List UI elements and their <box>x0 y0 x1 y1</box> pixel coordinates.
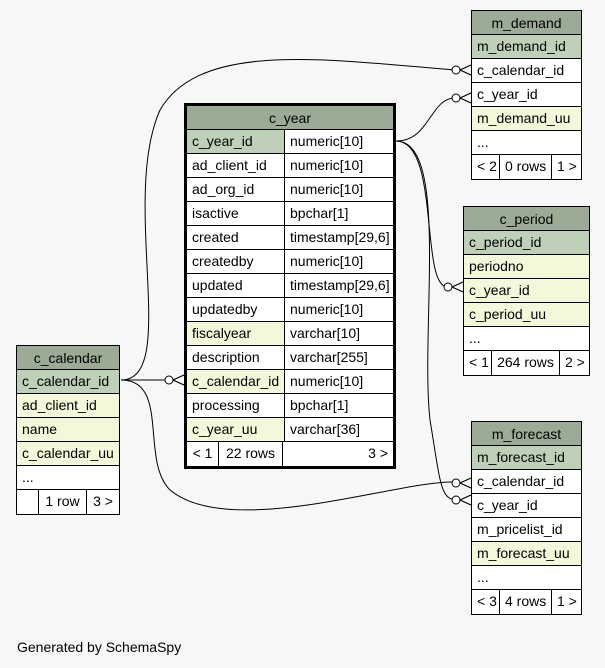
edge-calendar-forecast <box>120 379 456 511</box>
column-type: varchar[10] <box>290 325 361 341</box>
crowfoot-icon <box>459 477 472 489</box>
column-name: m_forecast_uu <box>477 545 570 561</box>
column-name: ... <box>22 469 34 485</box>
column-type: numeric[10] <box>290 253 364 269</box>
column-name: ad_client_id <box>22 397 97 413</box>
column-name: periodno <box>469 258 524 274</box>
column-name: ad_client_id <box>187 154 285 177</box>
crowfoot-icon <box>459 92 472 104</box>
table-title[interactable]: c_calendar <box>17 346 119 370</box>
table-c-year[interactable]: c_year c_year_id numeric[10] ad_client_id… <box>184 103 396 469</box>
table-title[interactable]: m_forecast <box>472 422 581 446</box>
column-name: ... <box>469 330 481 346</box>
column-name: m_demand_id <box>477 38 566 54</box>
generated-by-label: Generated by SchemaSpy <box>17 639 182 655</box>
crowfoot-icon <box>172 374 185 386</box>
parents-count[interactable]: < 2 <box>472 155 500 179</box>
column-type: bpchar[1] <box>290 397 349 413</box>
table-m-demand[interactable]: m_demand m_demand_id c_calendar_id c_yea… <box>471 10 582 180</box>
column-name: ... <box>477 134 489 150</box>
column-name: updatedby <box>187 298 285 321</box>
row-count: 264 rows <box>492 351 560 375</box>
table-title[interactable]: c_year <box>187 106 393 130</box>
column-name: fiscalyear <box>187 322 285 345</box>
table-m-forecast[interactable]: m_forecast m_forecast_id c_calendar_id c… <box>471 421 582 615</box>
column-name: c_period_id <box>469 234 542 250</box>
column-name: m_forecast_id <box>477 449 565 465</box>
column-name: createdby <box>187 250 285 273</box>
column-name: c_calendar_id <box>477 473 565 489</box>
column-type: bpchar[1] <box>290 205 349 221</box>
column-type: numeric[10] <box>290 157 364 173</box>
edge-end-circle <box>451 478 461 488</box>
column-name: c_year_id <box>187 130 285 153</box>
parents-count[interactable]: < 1 <box>464 351 492 375</box>
column-name: c_period_uu <box>469 306 547 322</box>
crowfoot-icon <box>459 494 472 506</box>
crowfoot-icon <box>451 281 464 293</box>
table-title[interactable]: c_period <box>464 207 589 231</box>
column-name: ad_org_id <box>187 178 285 201</box>
column-name: c_calendar_id <box>477 62 565 78</box>
parents-count <box>17 490 39 514</box>
column-name: c_year_id <box>469 282 530 298</box>
children-count[interactable]: 1 > <box>557 158 577 174</box>
column-name: c_year_id <box>477 86 538 102</box>
edge-calendar-demand <box>120 59 456 381</box>
parents-count[interactable]: < 3 <box>472 590 500 614</box>
edge-end-circle <box>443 282 453 292</box>
row-count: 0 rows <box>500 155 552 179</box>
edge-end-circle <box>164 375 174 385</box>
column-name: description <box>187 346 285 369</box>
edge-year-forecast <box>395 140 456 501</box>
column-name: ... <box>477 569 489 585</box>
edge-year-demand <box>395 97 456 142</box>
edge-end-circle <box>451 495 461 505</box>
column-name: m_demand_uu <box>477 110 571 126</box>
column-type: timestamp[29,6] <box>290 229 390 245</box>
crowfoot-icon <box>459 64 472 76</box>
column-name: processing <box>187 394 285 417</box>
column-type: numeric[10] <box>290 373 364 389</box>
column-name: m_pricelist_id <box>477 521 563 537</box>
column-name: created <box>187 226 285 249</box>
children-count[interactable]: 2 > <box>565 354 585 370</box>
children-count[interactable]: 1 > <box>557 593 577 609</box>
edge-end-circle <box>451 93 461 103</box>
table-c-calendar[interactable]: c_calendar c_calendar_id ad_client_id na… <box>16 345 120 515</box>
column-name: c_calendar_uu <box>22 445 114 461</box>
column-name: updated <box>187 274 285 297</box>
edge-end-circle <box>451 65 461 75</box>
column-name: c_year_uu <box>187 418 285 441</box>
children-count[interactable]: 3 > <box>93 493 113 509</box>
column-name: c_calendar_id <box>22 373 110 389</box>
table-c-period[interactable]: c_period c_period_id periodno c_year_id … <box>463 206 590 376</box>
table-title[interactable]: m_demand <box>472 11 581 35</box>
column-name: c_calendar_id <box>187 370 285 393</box>
row-count: 1 row <box>39 490 87 514</box>
children-count[interactable]: 3 > <box>368 445 388 461</box>
row-count: 22 rows <box>219 442 283 466</box>
column-name: name <box>22 421 58 437</box>
column-name: isactive <box>187 202 285 225</box>
column-type: numeric[10] <box>290 301 364 317</box>
column-type: numeric[10] <box>290 181 364 197</box>
column-type: numeric[10] <box>290 133 364 149</box>
edge-year-period <box>395 140 448 288</box>
row-count: 4 rows <box>500 590 552 614</box>
parents-count[interactable]: < 1 <box>187 442 219 466</box>
column-type: varchar[36] <box>290 421 361 437</box>
column-name: c_year_id <box>477 497 538 513</box>
column-type: timestamp[29,6] <box>290 277 390 293</box>
column-type: varchar[255] <box>290 349 368 365</box>
